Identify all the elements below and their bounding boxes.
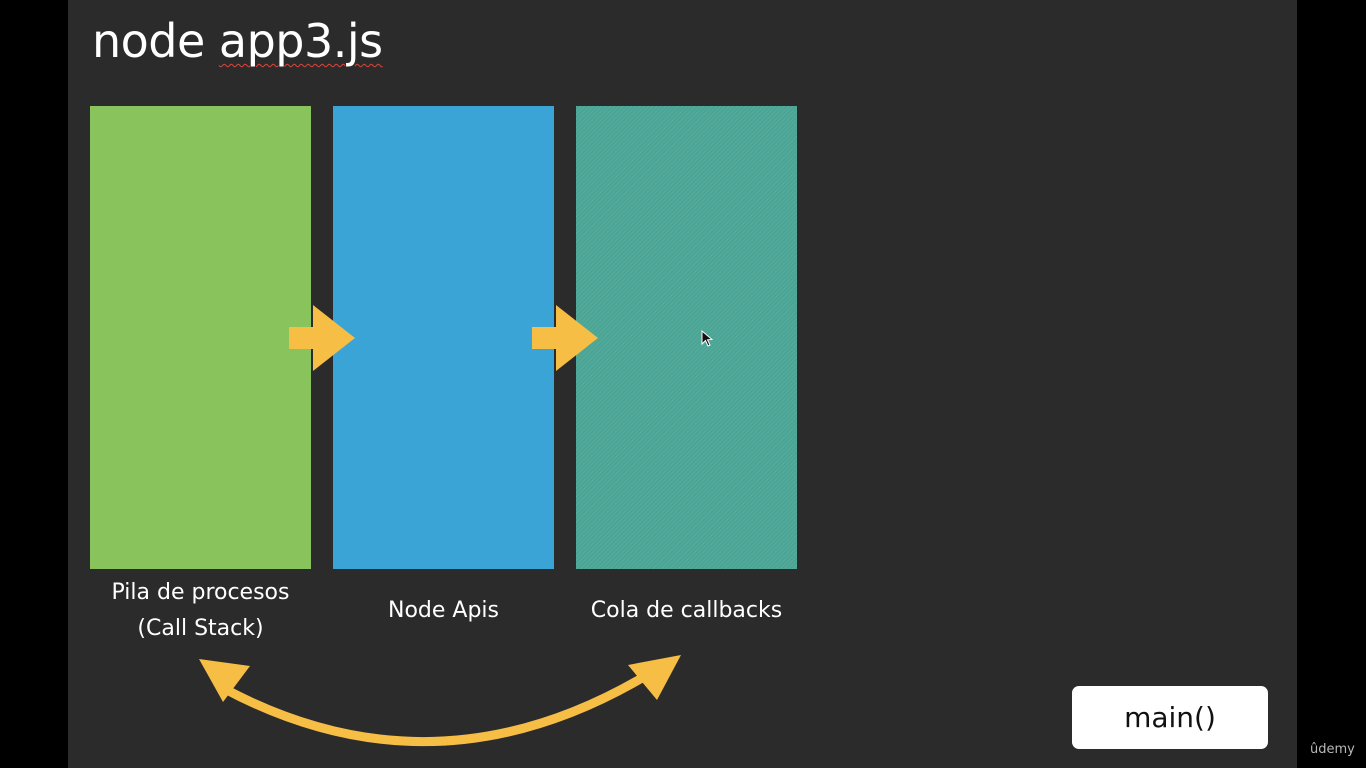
call-stack-label: Pila de procesos (Call Stack)	[90, 575, 311, 647]
arrow-right-icon	[532, 305, 598, 371]
callback-queue-panel	[576, 106, 797, 569]
main-function-box[interactable]: main()	[1072, 686, 1268, 749]
mouse-cursor-icon	[701, 330, 713, 347]
title-filename: app3.js	[218, 14, 383, 68]
slide: node app3.js Pila de procesos (Call Stac…	[68, 0, 1297, 768]
call-stack-label-line1: Pila de procesos	[111, 580, 290, 605]
slide-title: node app3.js	[92, 14, 383, 68]
callback-queue-label: Cola de callbacks	[590, 598, 783, 623]
udemy-watermark: ûdemy	[1310, 742, 1355, 757]
title-word-node: node	[92, 14, 219, 68]
arrow-right-icon	[289, 305, 355, 371]
call-stack-label-line2: (Call Stack)	[137, 616, 264, 641]
call-stack-panel	[90, 106, 311, 569]
node-apis-label: Node Apis	[388, 598, 499, 623]
node-apis-panel	[333, 106, 554, 569]
